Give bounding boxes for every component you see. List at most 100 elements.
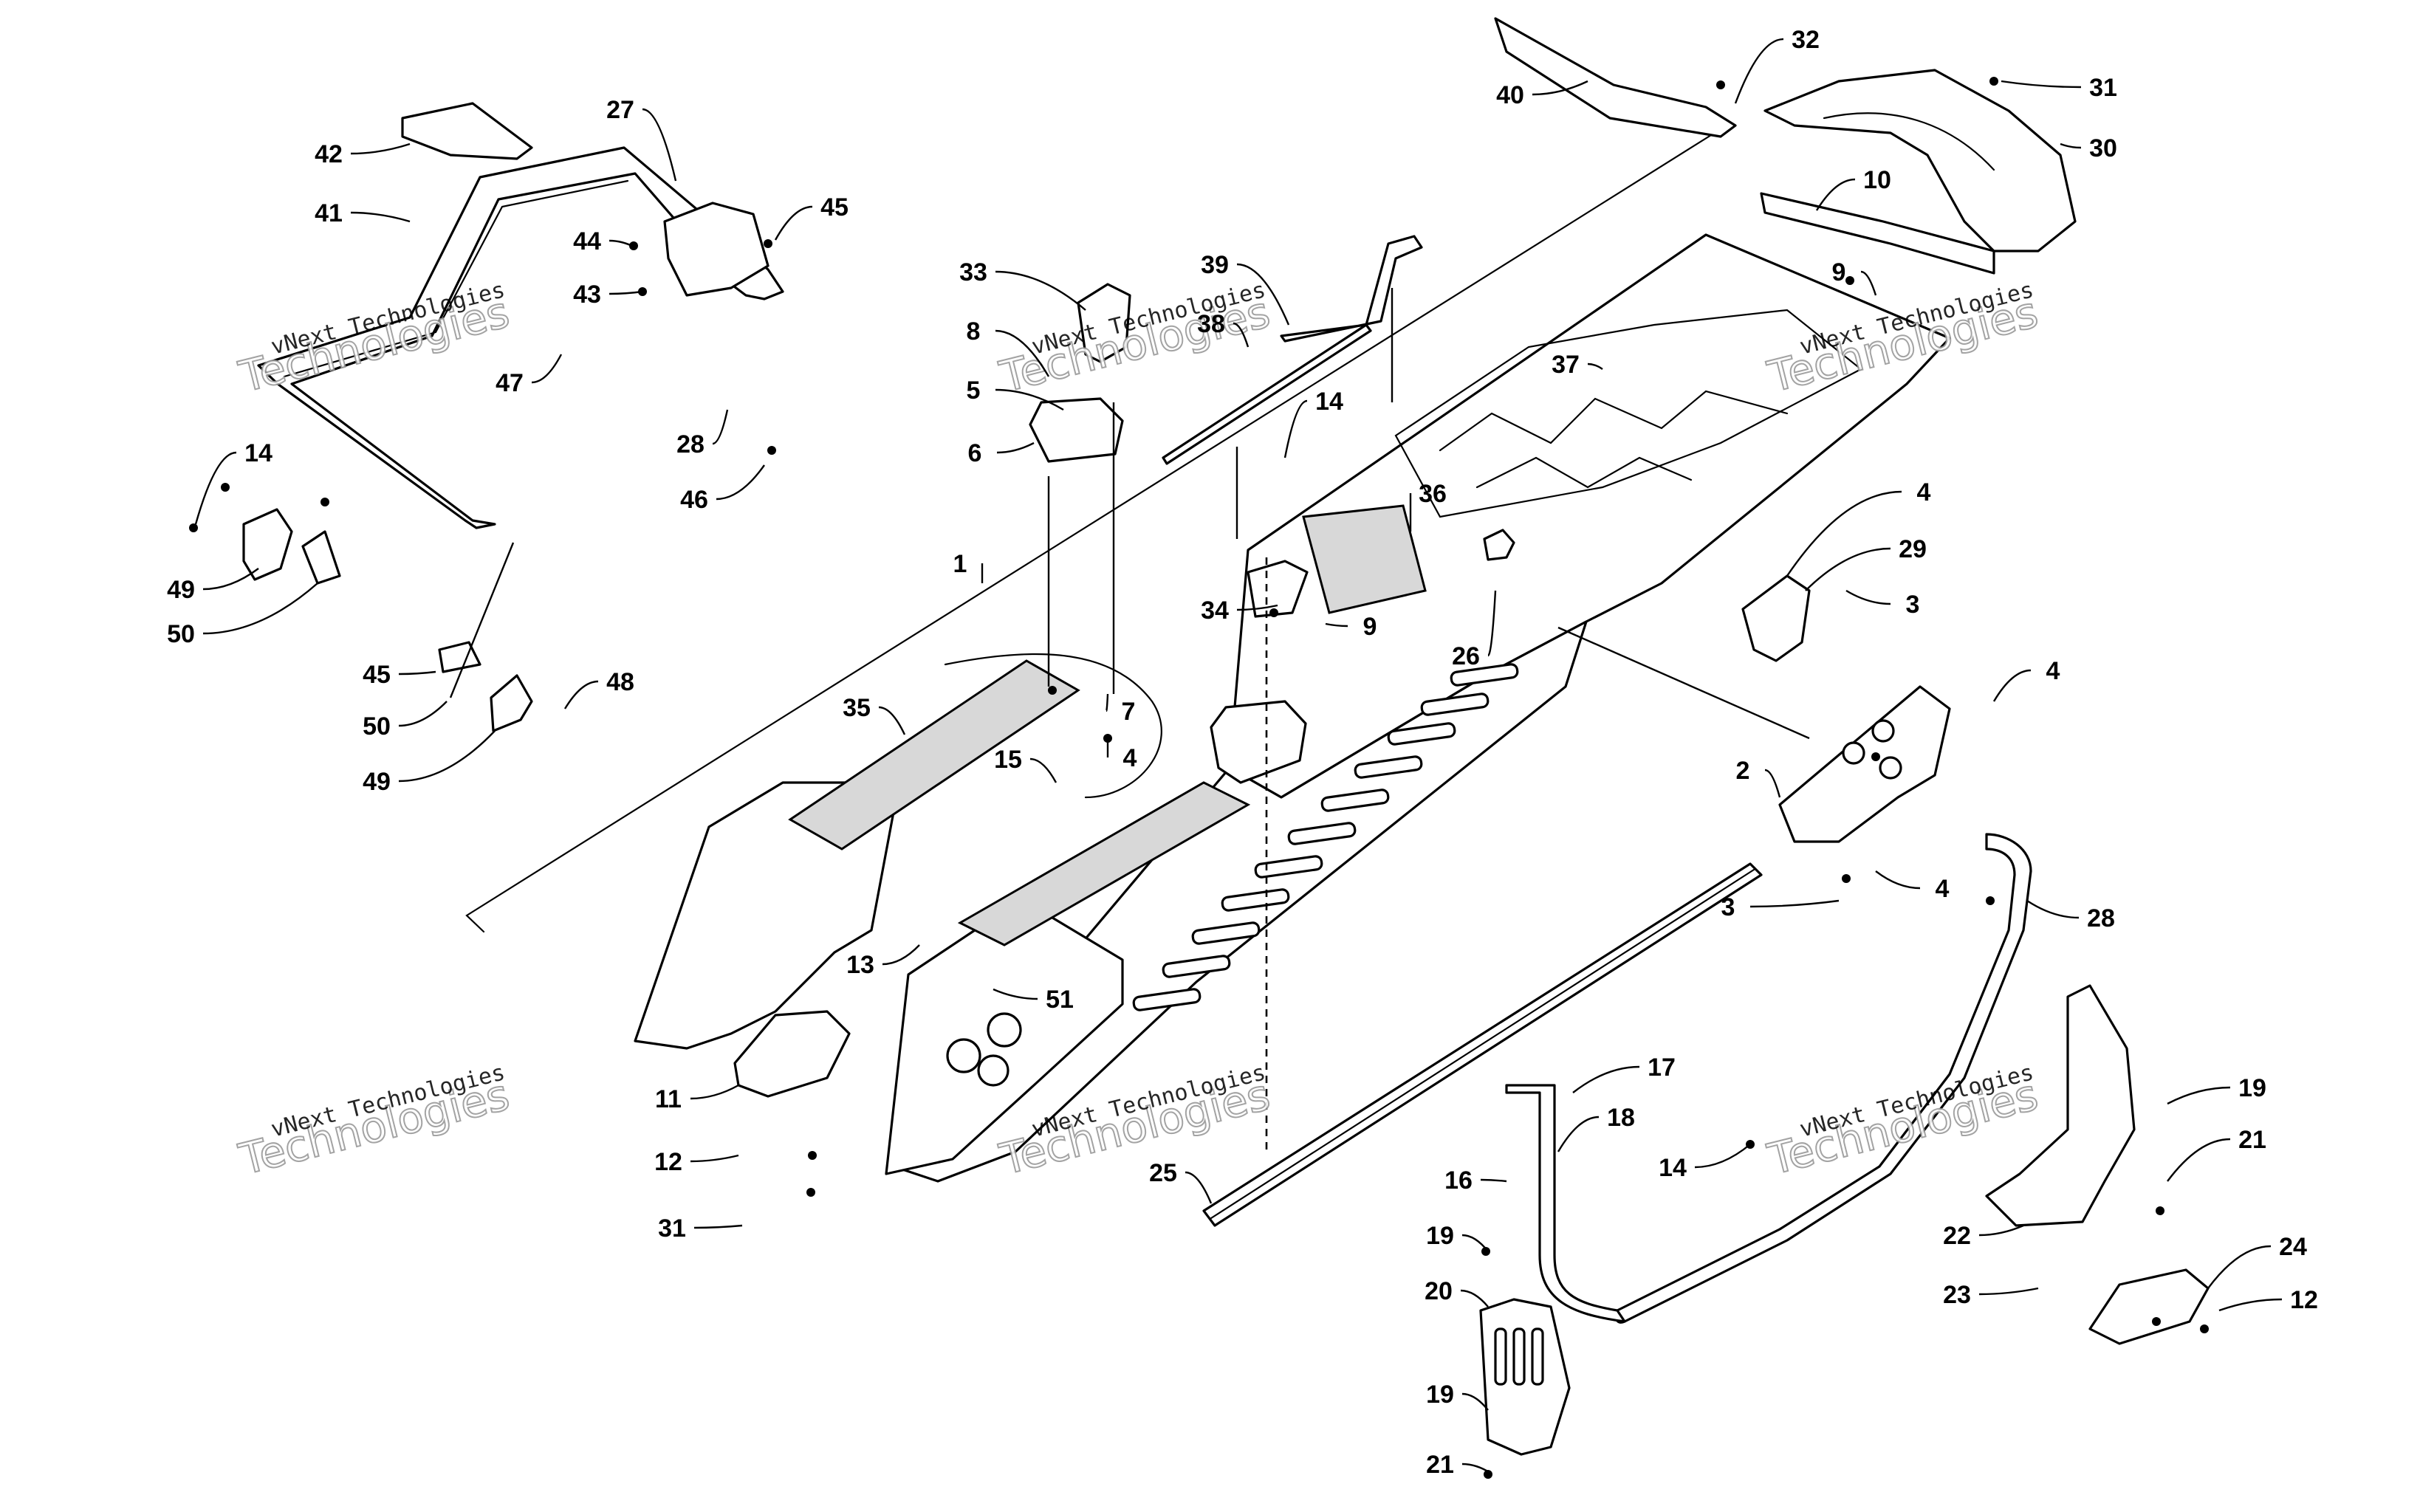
callout-leader [1978, 1224, 2024, 1237]
callout-label: 26 [1452, 642, 1480, 670]
callout-label: 45 [363, 661, 391, 689]
callout-leader [2167, 1138, 2231, 1182]
callout-label: 1 [953, 550, 967, 578]
callout-leader [1815, 178, 1856, 211]
callout-label: 31 [658, 1214, 686, 1243]
callout-label: 21 [2238, 1126, 2266, 1154]
callout-label: 34 [1201, 597, 1229, 625]
callout-leader [1572, 1065, 1640, 1093]
callout-label: 19 [2238, 1074, 2266, 1102]
running-board-pad-left [788, 659, 1080, 850]
console-cover [1077, 283, 1131, 363]
callout-leader [609, 290, 643, 295]
callout-leaders [194, 38, 2283, 1474]
callout-leader [995, 270, 1086, 311]
callout-leader [2207, 1245, 2272, 1289]
callout-leader [563, 680, 599, 709]
callout-leader [1749, 899, 1840, 908]
callout-leader [2167, 1086, 2231, 1105]
callout-leader [1105, 693, 1109, 712]
callout-leader [1805, 547, 1891, 591]
callout-leader [1460, 1289, 1489, 1307]
callout-label: 10 [1863, 166, 1891, 194]
callout-label: 48 [606, 668, 634, 696]
front-cup [733, 1010, 851, 1098]
callout-leader [712, 409, 729, 445]
front-mount-bracket [663, 202, 769, 297]
callout-label: 29 [1899, 535, 1927, 563]
callout-label: 3 [1721, 893, 1735, 921]
callout-leader [1480, 1178, 1507, 1183]
callout-leader [882, 944, 920, 966]
callout-label: 12 [654, 1148, 682, 1176]
callout-label: 11 [655, 1085, 682, 1113]
cap-cover [401, 102, 533, 160]
tether-clip [1483, 529, 1515, 561]
callout-label: 7 [1122, 698, 1136, 726]
callout-leader [1461, 1234, 1489, 1252]
callout-label: 49 [363, 768, 391, 796]
callout-leader [1461, 1463, 1491, 1474]
callout-label: 2 [1736, 757, 1750, 785]
chassis-tunnel [634, 233, 1951, 1183]
callout-label: 24 [2279, 1233, 2307, 1261]
callout-label: 35 [843, 694, 871, 722]
hardware-specks [189, 77, 2209, 1479]
callout-label: 22 [1943, 1222, 1971, 1250]
callout-leader [350, 211, 411, 223]
callout-leader [995, 388, 1064, 411]
mount-bracket-left [301, 530, 341, 585]
rear-cover-plate [1741, 574, 1811, 662]
callout-leader [398, 670, 436, 676]
callout-leader [398, 701, 448, 727]
callout-leader [398, 730, 496, 783]
callout-label: 32 [1792, 26, 1820, 54]
callout-label: 41 [315, 199, 343, 227]
callout-label: 19 [1426, 1222, 1454, 1250]
callout-label: 45 [820, 193, 849, 221]
rear-cap [1760, 69, 2077, 275]
callout-label: 43 [573, 281, 601, 309]
callout-label: 42 [315, 140, 343, 168]
callout-leader [1236, 604, 1278, 611]
callout-label: 9 [1363, 613, 1377, 641]
mount-plate-lower [490, 674, 533, 732]
mount-plate-left [242, 508, 293, 581]
frame-outline-line [465, 130, 1718, 933]
callout-leader [1587, 362, 1603, 370]
rear-bumper [1505, 833, 2032, 1324]
callout-leader [1236, 263, 1290, 326]
callout-label: 4 [2046, 657, 2060, 685]
callout-label: 40 [1496, 81, 1524, 109]
guide-line-bumper [449, 542, 515, 698]
callout-leader [716, 464, 765, 501]
callout-leader [531, 354, 563, 384]
callout-label: 20 [1425, 1277, 1453, 1305]
callout-leader [2026, 899, 2080, 919]
callout-label: 46 [680, 486, 708, 514]
callout-label: 6 [968, 439, 982, 467]
callout-label: 14 [1315, 388, 1343, 416]
callout-label: 38 [1197, 310, 1225, 338]
foam-strip [1280, 235, 1423, 343]
callout-label: 31 [2089, 74, 2117, 102]
callout-leader [2218, 1298, 2283, 1312]
callout-leader [774, 205, 813, 241]
callout-leader [1992, 669, 2032, 702]
callout-label: 23 [1943, 1281, 1971, 1309]
callout-label: 47 [496, 369, 524, 397]
tunnel-side-slots [1132, 663, 1519, 1011]
callout-leader [2060, 142, 2082, 149]
callout-label: 28 [676, 430, 705, 458]
mount-cup [1029, 397, 1124, 463]
callout-leader [690, 1154, 739, 1163]
callout-leader [1978, 1287, 2039, 1296]
snow-flap [1494, 17, 1737, 138]
bumper-bracket [1778, 685, 1951, 843]
callout-label: 49 [167, 576, 195, 604]
callout-leader [1875, 870, 1921, 890]
callout-label: 51 [1046, 986, 1074, 1014]
callout-label: 4 [1123, 744, 1137, 772]
